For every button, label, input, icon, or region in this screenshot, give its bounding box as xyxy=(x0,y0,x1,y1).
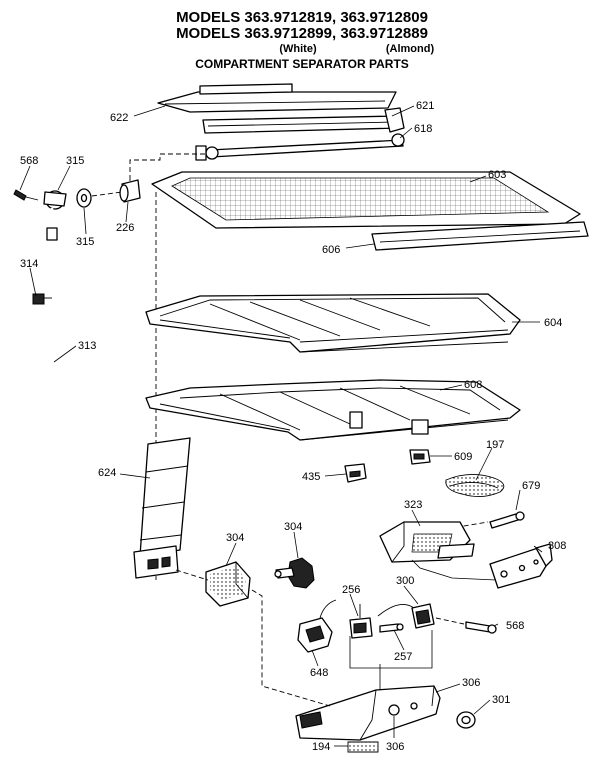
part-256-switch xyxy=(349,604,373,639)
almond-label: (Almond) xyxy=(386,43,435,55)
callout-315-bottom: 315 xyxy=(76,236,94,248)
assembly-dashed-line-knob xyxy=(91,191,123,197)
callout-604: 604 xyxy=(544,317,562,329)
wire-loop-lower xyxy=(349,630,433,690)
callout-435: 435 xyxy=(302,471,320,483)
callout-323: 323 xyxy=(404,499,422,511)
assembly-dashed-line-568 xyxy=(435,617,465,625)
part-679-screw xyxy=(489,511,525,529)
callout-300: 300 xyxy=(396,575,414,587)
callout-624: 624 xyxy=(98,467,116,479)
callout-306-bottom: 306 xyxy=(386,741,404,753)
part-618-damper-rod xyxy=(195,133,405,161)
callout-197: 197 xyxy=(486,439,504,451)
callout-256: 256 xyxy=(342,584,360,596)
part-308-mounting-bracket xyxy=(489,543,553,589)
wire-323-to-308 xyxy=(411,559,497,581)
assembly-dashed-line-lower xyxy=(175,569,331,707)
part-315-control-knob xyxy=(43,190,67,210)
part-624-air-duct xyxy=(133,437,191,579)
part-300-light-socket xyxy=(377,603,435,629)
part-435-clip xyxy=(344,463,367,483)
part-257-screw xyxy=(379,623,404,633)
callout-606: 606 xyxy=(322,244,340,256)
callout-679: 679 xyxy=(522,480,540,492)
part-603-shelf-grille xyxy=(151,171,581,229)
callout-306-top: 306 xyxy=(462,677,480,689)
callout-308: 308 xyxy=(548,540,566,552)
part-568-screw-right xyxy=(465,621,497,634)
part-648-relay xyxy=(297,599,337,653)
callout-618: 618 xyxy=(414,123,432,135)
part-226-shaft-bushing xyxy=(119,179,141,203)
part-314-clip xyxy=(32,293,52,305)
callout-568-left: 568 xyxy=(20,155,38,167)
part-301-knob xyxy=(456,711,476,729)
callout-603: 603 xyxy=(488,169,506,181)
part-194-label-plate xyxy=(347,741,379,753)
part-323-control-housing xyxy=(379,521,475,563)
callout-194: 194 xyxy=(312,741,330,753)
callout-314: 314 xyxy=(20,258,38,270)
callout-301: 301 xyxy=(492,694,510,706)
callout-608: 608 xyxy=(464,379,482,391)
callout-304-right: 304 xyxy=(284,521,302,533)
part-621-trim-rail xyxy=(202,107,405,134)
part-608-lower-separator xyxy=(145,379,521,441)
models-heading-line-1: MODELS 363.9712819, 363.9712809 xyxy=(176,9,428,26)
part-197-insulation-strip xyxy=(445,474,505,497)
compartment-separator-subtitle: COMPARTMENT SEPARATOR PARTS xyxy=(195,57,409,71)
part-606-front-trim xyxy=(371,221,589,251)
part-315-washer xyxy=(76,188,92,208)
callout-257: 257 xyxy=(394,651,412,663)
callout-leaders xyxy=(19,105,543,747)
white-label: (White) xyxy=(279,43,317,55)
models-heading-line-2: MODELS 363.9712899, 363.9712889 xyxy=(176,25,428,42)
part-306-control-base xyxy=(295,685,441,741)
part-568-screw-left xyxy=(13,189,39,201)
part-304-thermostat-dial xyxy=(274,557,315,589)
callout-226: 226 xyxy=(116,222,134,234)
assembly-dashed-line-top xyxy=(129,153,205,176)
callout-568-right: 568 xyxy=(506,620,524,632)
callout-313: 313 xyxy=(78,340,96,352)
part-304-thermostat-block xyxy=(205,561,251,607)
callout-609: 609 xyxy=(454,451,472,463)
callout-315-top: 315 xyxy=(66,155,84,167)
part-604-upper-separator xyxy=(145,293,521,353)
part-313-capillary-tube xyxy=(26,208,58,522)
callout-304-left: 304 xyxy=(226,532,244,544)
part-622-top-channel xyxy=(157,83,397,113)
callout-648: 648 xyxy=(310,667,328,679)
callout-621: 621 xyxy=(416,100,434,112)
callout-622: 622 xyxy=(110,112,128,124)
part-609-retainer xyxy=(409,449,431,465)
